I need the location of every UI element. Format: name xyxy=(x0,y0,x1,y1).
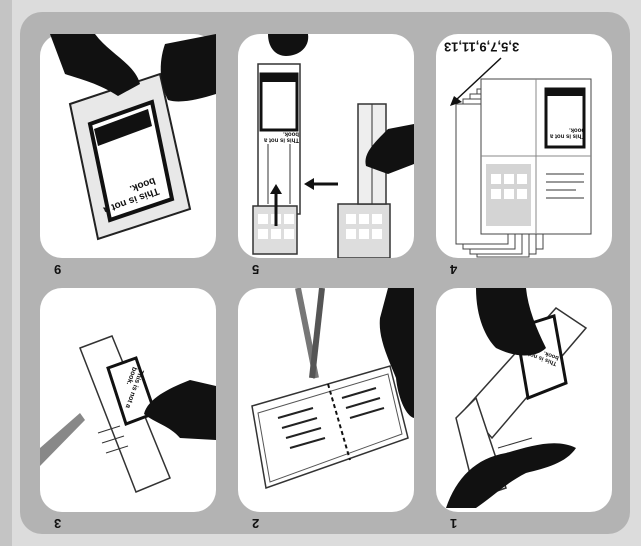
arrow-left-icon xyxy=(304,178,338,190)
panel-step-5: This is not a book. 5 xyxy=(238,34,414,258)
book-text-line2: book. xyxy=(264,130,299,136)
step-6-illustration xyxy=(40,34,216,258)
step-number: 3 xyxy=(54,517,61,530)
step-1-illustration xyxy=(436,288,612,512)
open-sheet-icon xyxy=(481,79,591,234)
hand-icon xyxy=(144,380,216,440)
step-number: 1 xyxy=(450,517,457,530)
paper-stack-icon xyxy=(252,366,408,488)
instruction-frame: This is not a book. 9 xyxy=(20,12,630,534)
panel-step-4: This is not a book. 3,5,7,9,11,13 4 xyxy=(436,34,612,258)
step-number: 2 xyxy=(252,517,259,530)
page-sequence-label: 3,5,7,9,11,13 xyxy=(444,40,519,54)
book-cover-text: This is not a book. xyxy=(550,126,585,139)
panel-step-6: This is not a book. 9 xyxy=(40,34,216,258)
book-text-line1: This is not a xyxy=(264,136,299,142)
panel-step-3: This is not a book. 3 xyxy=(40,288,216,512)
panel-step-2: 2 xyxy=(238,288,414,512)
book-text-line2: book. xyxy=(550,126,585,132)
panel-step-1: This is not a book. 1 xyxy=(436,288,612,512)
step-number: 5 xyxy=(252,263,259,276)
step-number: 4 xyxy=(450,263,457,276)
step-number: 9 xyxy=(54,263,61,276)
scissors-icon xyxy=(298,288,322,378)
book-cover-text: This is not a book. xyxy=(264,130,299,143)
step-2-illustration xyxy=(238,288,414,512)
book-text-line1: This is not a xyxy=(550,132,585,138)
step-4-illustration xyxy=(436,34,612,258)
step-5-illustration xyxy=(238,34,414,258)
grid-page-icon xyxy=(253,204,390,258)
left-edge-bar xyxy=(0,0,12,546)
knife-icon xyxy=(40,413,85,466)
